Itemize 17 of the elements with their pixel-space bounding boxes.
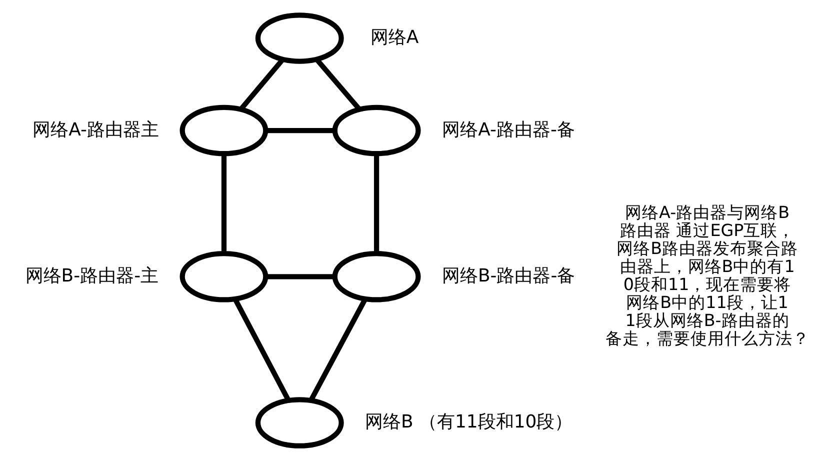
node-ellipse (332, 250, 421, 302)
node-label: 网络A (370, 26, 419, 48)
node-ellipse (255, 12, 344, 64)
node-ellipse (255, 396, 344, 448)
node-label: 网络A-路由器-备 (442, 118, 575, 140)
node-label: 网络B （有11段和10段） (365, 411, 573, 432)
node-ellipse (180, 250, 268, 302)
node-ellipse (332, 104, 421, 156)
node-label: 网络B-路由器-备 (442, 264, 576, 286)
node-label: 网络B-路由器-主 (25, 264, 159, 286)
label: 网络A-路由器与网络B路由器 通过EGP互联，网络B路由器发布聚合路由器上，网络B中的有10段和11，现在需要将网络B中的11段，让11段从网络B-路由器的备走，需要使用什么方法？ (605, 202, 810, 348)
node-ellipse (180, 104, 268, 156)
connector (374, 153, 380, 253)
connector (266, 274, 335, 279)
connector (221, 153, 227, 253)
node-label: 网络A-路由器主 (32, 118, 159, 140)
connector (266, 127, 335, 133)
